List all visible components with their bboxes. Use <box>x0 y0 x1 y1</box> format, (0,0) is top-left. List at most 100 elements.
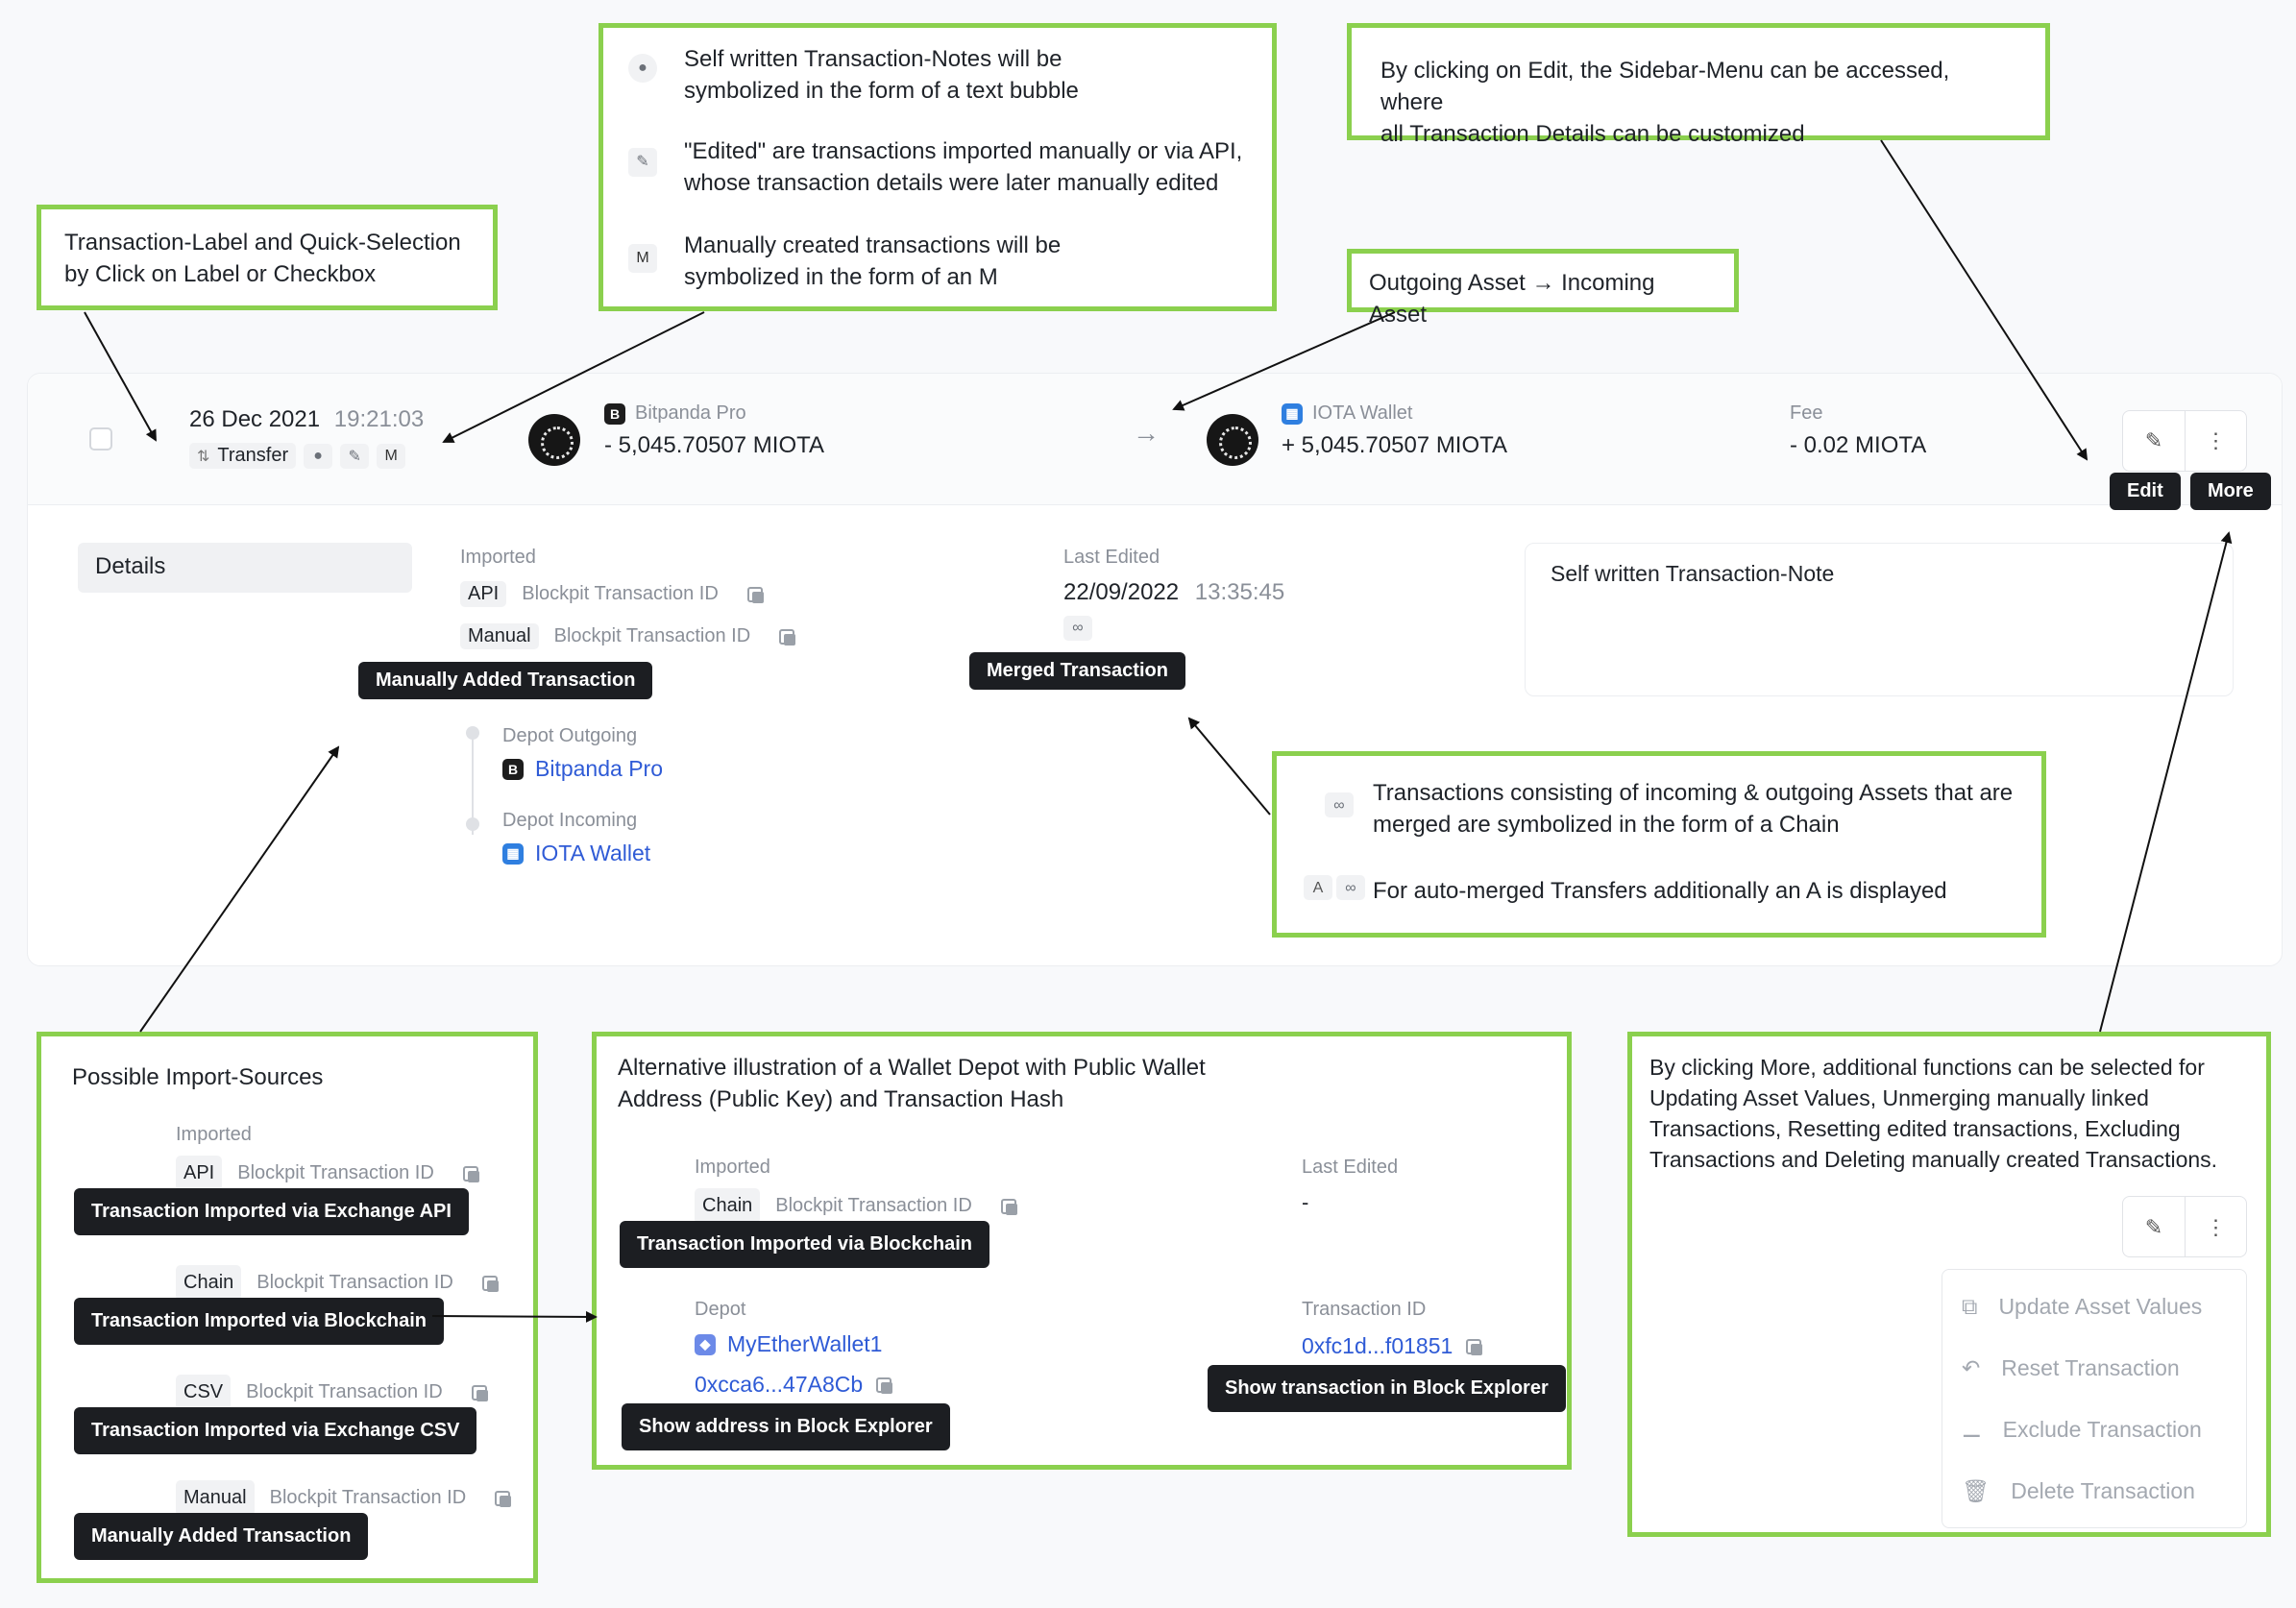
depot-outgoing-link[interactable]: Bitpanda Pro <box>535 756 663 781</box>
copy-icon[interactable] <box>779 628 796 646</box>
pencil-icon: ✎ <box>2144 1214 2163 1239</box>
pencil-icon: ✎ <box>628 147 657 177</box>
edit-button[interactable]: ✎ <box>2123 411 2185 471</box>
fee-amount: - 0.02 MIOTA <box>1790 432 1927 458</box>
transaction-date: 26 Dec 2021 <box>189 406 321 432</box>
callout-outgoing-incoming: Outgoing Asset → Incoming Asset <box>1347 249 1739 328</box>
callout-title: Possible Import-Sources <box>72 1064 324 1090</box>
timeline-dot <box>466 817 479 831</box>
last-edited-time: 13:35:45 <box>1194 579 1285 605</box>
callout-text-line: Updating Asset Values, Unmerging manuall… <box>1649 1085 2149 1110</box>
callout-text-line: Transactions and Deleting manually creat… <box>1649 1147 2218 1172</box>
copy-icon[interactable] <box>746 586 764 603</box>
note-bubble-icon: ● <box>304 443 333 469</box>
callout-text-line: Self written Transaction-Notes will be <box>684 46 1063 72</box>
transaction-note-box[interactable]: Self written Transaction-Note <box>1525 543 2234 696</box>
callout-label-quick-selection: Transaction-Label and Quick-Selection by… <box>37 205 498 310</box>
transaction-explorer-tooltip: Show transaction in Block Explorer <box>1208 1365 1566 1412</box>
copy-icon[interactable] <box>481 1275 499 1292</box>
depot-incoming-link[interactable]: IOTA Wallet <box>535 841 651 865</box>
merged-transaction-tooltip: Merged Transaction <box>969 652 1185 690</box>
transaction-label[interactable]: ⇅ Transfer <box>189 443 297 469</box>
blockpit-id-label: Blockpit Transaction ID <box>522 583 719 604</box>
api-tag: API <box>460 581 507 607</box>
pencil-icon: ✎ <box>2144 428 2163 452</box>
wallet-address-link[interactable]: 0xcca6...47A8Cb <box>695 1372 864 1397</box>
chain-import-tooltip: Transaction Imported via Blockchain <box>620 1221 989 1268</box>
more-button[interactable]: ⋮ <box>2185 411 2246 471</box>
callout-import-sources: Possible Import-Sources Imported API Blo… <box>37 1032 538 1583</box>
row-actions: ✎ ⋮ <box>2122 410 2247 472</box>
manual-tag: Manual <box>460 623 539 649</box>
blockpit-id-label: Blockpit Transaction ID <box>237 1162 434 1183</box>
copy-icon[interactable] <box>462 1165 479 1182</box>
chain-link-icon: ∞ <box>1325 792 1354 817</box>
outgoing-amount: - 5,045.70507 MIOTA <box>604 432 825 458</box>
manual-badge: M <box>377 443 406 469</box>
chain-tag: Chain <box>695 1188 761 1224</box>
callout-text-line: Address (Public Key) and Transaction Has… <box>618 1086 1064 1112</box>
callout-text-line: whose transaction details were later man… <box>684 170 1219 196</box>
more-menu: ⧉Update Asset Values ↶Reset Transaction … <box>1942 1269 2247 1528</box>
menu-update-asset-values[interactable]: ⧉Update Asset Values <box>1942 1276 2246 1337</box>
blockpit-id-label: Blockpit Transaction ID <box>553 625 751 646</box>
fee-label: Fee <box>1790 402 1823 424</box>
callout-more-functions: By clicking More, additional functions c… <box>1627 1032 2271 1537</box>
callout-edit-sidebar: By clicking on Edit, the Sidebar-Menu ca… <box>1347 23 2050 147</box>
copy-icon[interactable] <box>1466 1338 1483 1355</box>
select-checkbox[interactable] <box>89 427 112 451</box>
menu-delete-transaction[interactable]: 🗑Delete Transaction <box>1942 1460 2246 1522</box>
menu-reset-transaction[interactable]: ↶Reset Transaction <box>1942 1337 2246 1399</box>
callout-notes-legend: ● Self written Transaction-Notes will be… <box>598 23 1277 311</box>
transaction-id-link[interactable]: 0xfc1d...f01851 <box>1302 1333 1453 1358</box>
manually-added-tooltip: Manually Added Transaction <box>358 662 653 699</box>
menu-item-label: Update Asset Values <box>1998 1293 2203 1319</box>
manual-tag: Manual <box>176 1480 255 1516</box>
callout-text-line: For auto-merged Transfers additionally a… <box>1373 878 1947 904</box>
iota-coin-icon <box>1207 414 1258 466</box>
outgoing-depot: Bitpanda Pro <box>635 402 746 424</box>
copy-icon[interactable] <box>471 1384 488 1401</box>
transaction-label-text: Transfer <box>217 445 289 466</box>
imported-label: Imported <box>695 1157 770 1178</box>
chain-tag: Chain <box>176 1265 242 1301</box>
iota-wallet-icon: ▦ <box>502 842 524 865</box>
wallet-name-link[interactable]: MyEtherWallet1 <box>727 1331 883 1356</box>
edit-button[interactable]: ✎ <box>2123 1197 2185 1256</box>
blockpit-id-label: Blockpit Transaction ID <box>269 1487 467 1508</box>
callout-text-line: By clicking on Edit, the Sidebar-Menu ca… <box>1380 58 1950 115</box>
depot-timeline <box>472 731 474 835</box>
depot-label: Depot <box>695 1299 746 1320</box>
bitpanda-icon: B <box>604 402 625 425</box>
copy-icon[interactable] <box>495 1490 512 1507</box>
imported-label: Imported <box>460 547 536 568</box>
callout-text-line: all Transaction Details can be customize… <box>1380 121 1805 147</box>
bitpanda-icon: B <box>502 758 524 780</box>
exclude-icon: ⚊ <box>1962 1416 1982 1442</box>
menu-exclude-transaction[interactable]: ⚊Exclude Transaction <box>1942 1399 2246 1460</box>
details-tab[interactable]: Details <box>78 543 412 593</box>
blockpit-id-label: Blockpit Transaction ID <box>246 1381 443 1402</box>
callout-text-line: By clicking More, additional functions c… <box>1649 1055 2205 1080</box>
manual-badge: M <box>628 243 657 273</box>
callout-text-line: merged are symbolized in the form of a C… <box>1373 812 1840 838</box>
csv-import-tooltip: Transaction Imported via Exchange CSV <box>74 1407 477 1454</box>
undo-icon: ↶ <box>1962 1354 1981 1380</box>
callout-text-line: Outgoing Asset → Incoming Asset <box>1369 270 1655 328</box>
copy-icon[interactable] <box>876 1377 893 1394</box>
more-button[interactable]: ⋮ <box>2185 1197 2246 1256</box>
chain-link-icon: ∞ <box>1336 875 1365 900</box>
chain-import-tooltip: Transaction Imported via Blockchain <box>74 1298 444 1345</box>
details-tab-label: Details <box>95 553 166 579</box>
transfer-icon: ⇅ <box>197 448 210 465</box>
last-edited-label: Last Edited <box>1063 547 1160 568</box>
timeline-dot <box>466 726 479 740</box>
address-explorer-tooltip: Show address in Block Explorer <box>622 1403 950 1450</box>
api-import-tooltip: Transaction Imported via Exchange API <box>74 1188 469 1235</box>
copy-icon[interactable] <box>1000 1198 1017 1215</box>
callout-merged-chain: ∞ Transactions consisting of incoming & … <box>1272 751 2046 938</box>
iota-coin-icon <box>528 414 580 466</box>
auto-merge-badge: A <box>1304 875 1332 900</box>
